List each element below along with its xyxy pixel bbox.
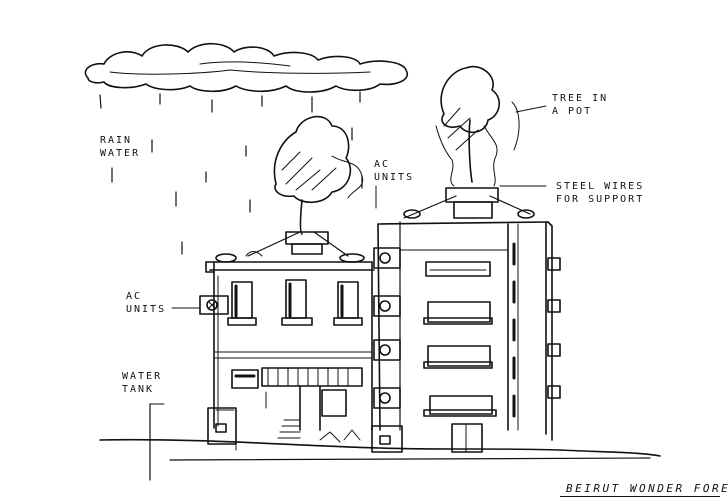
label-water-tank: WATER TANK <box>122 371 163 395</box>
ac-unit-icon-left <box>199 295 229 315</box>
label-steel-wires: STEEL WIRES FOR SUPPORT <box>556 181 645 205</box>
left-building-windows <box>227 279 363 326</box>
page-title: BEIRUT WONDER FOREST <box>566 482 728 495</box>
ac-unit-column <box>373 247 401 409</box>
rain-drops <box>99 91 363 255</box>
label-tree-in-pot: TREE IN A POT <box>552 93 609 117</box>
label-ac-units-left: AC UNITS <box>126 291 167 315</box>
right-building <box>377 221 561 441</box>
right-building-windows <box>423 261 497 453</box>
pot-icon-left <box>247 231 349 257</box>
pot-icon-right <box>403 187 535 219</box>
tree-icon-left <box>273 115 364 235</box>
tree-icon-right <box>435 65 500 187</box>
water-tank-icon <box>207 407 237 445</box>
leader-lines <box>149 101 547 405</box>
cloud-icon <box>84 42 409 93</box>
title-underline <box>560 496 720 497</box>
ground <box>99 403 661 481</box>
ac-unit-icon-bottom <box>371 425 403 453</box>
entrance-canopy <box>231 367 363 439</box>
label-rain-water: RAIN WATER <box>100 135 141 159</box>
left-building <box>205 251 375 431</box>
label-ac-units-top: AC UNITS <box>374 159 415 183</box>
